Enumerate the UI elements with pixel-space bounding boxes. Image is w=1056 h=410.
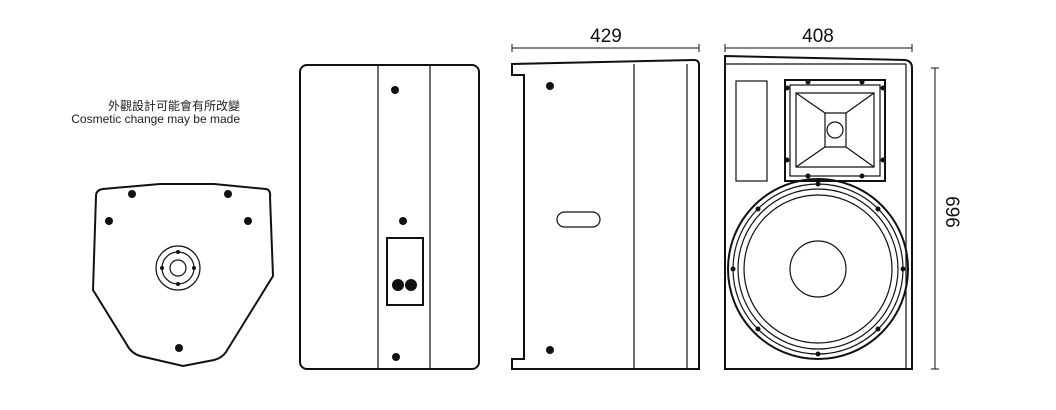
top-mount-hole — [105, 217, 113, 225]
side-width-dimension: 429 — [511, 26, 700, 52]
front-width-dimension: 408 — [724, 26, 913, 52]
rear-mount-hole — [391, 86, 399, 94]
side-mount-hole — [546, 346, 554, 354]
rear-view — [299, 64, 480, 370]
top-view-outline — [91, 183, 275, 368]
rear-mount-hole — [392, 353, 400, 361]
side-mount-hole — [546, 82, 554, 90]
note-chinese: 外觀設計可能會有所改變 — [107, 99, 240, 113]
speakon-connector — [392, 279, 404, 291]
cosmetic-change-note: 外觀設計可能會有所改變 Cosmetic change may be made — [40, 100, 240, 126]
rear-mount-hole — [399, 217, 407, 225]
dust-cap — [789, 240, 847, 298]
handle-slot — [556, 211, 601, 228]
top-mount-hole — [244, 217, 252, 225]
height-label: 696 — [941, 196, 962, 228]
front-width-label: 408 — [802, 26, 834, 47]
top-view — [91, 183, 275, 368]
rear-view-outline — [299, 64, 480, 370]
side-width-label: 429 — [590, 26, 622, 47]
input-connector-panel — [386, 237, 424, 306]
top-mount-hole — [128, 190, 136, 198]
front-view: 408 696 — [724, 26, 962, 370]
side-view: 429 — [511, 26, 700, 370]
note-english: Cosmetic change may be made — [71, 112, 240, 126]
top-mount-hole — [224, 190, 232, 198]
front-view-outline — [724, 54, 913, 370]
hf-horn — [784, 79, 886, 182]
speakon-connector — [405, 279, 417, 291]
lf-woofer — [727, 178, 909, 360]
pole-mount-socket — [155, 245, 201, 291]
side-view-outline — [511, 58, 700, 370]
height-dimension: 696 — [931, 67, 962, 370]
bass-port — [735, 80, 768, 182]
top-mount-hole — [175, 344, 183, 352]
